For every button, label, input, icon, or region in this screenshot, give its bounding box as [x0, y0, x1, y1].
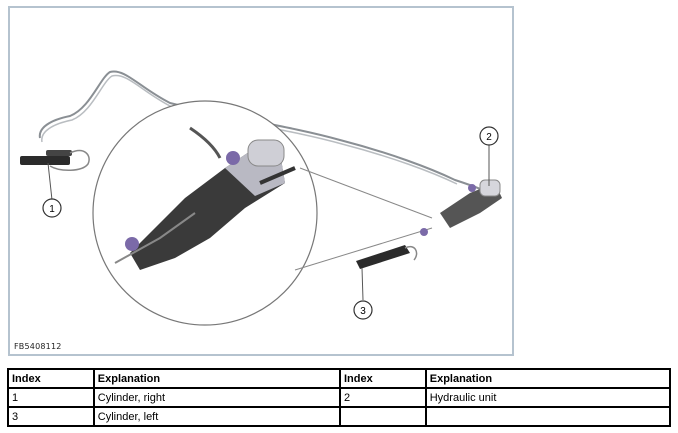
figure-frame: 1 2 3 FB5408112 — [8, 6, 514, 356]
header-index: Index — [338, 368, 427, 389]
hydraulic-unit-image — [420, 179, 502, 236]
callout-3: 3 — [353, 300, 373, 320]
table-row: 3 Cylinder, left — [7, 406, 672, 427]
table-row: 1 Cylinder, right 2 Hydraulic unit — [7, 387, 672, 408]
header-index: Index — [7, 368, 95, 389]
legend-table: Index Explanation Index Explanation 1 Cy… — [7, 368, 672, 427]
cylinder-left-image — [356, 245, 418, 269]
cell-index — [338, 406, 427, 427]
figure-illustration: 1 2 3 — [20, 70, 502, 326]
cell-explanation: Cylinder, right — [92, 387, 341, 408]
figure-code: FB5408112 — [14, 342, 62, 351]
cell-explanation: Hydraulic unit — [424, 387, 672, 408]
magnified-detail-image — [92, 100, 433, 326]
cell-explanation: Cylinder, left — [92, 406, 341, 427]
cell-explanation — [424, 406, 672, 427]
cell-index: 2 — [338, 387, 427, 408]
svg-text:1: 1 — [49, 204, 55, 215]
svg-text:3: 3 — [360, 306, 366, 317]
cell-index: 3 — [7, 406, 95, 427]
cylinder-right-image — [20, 149, 90, 171]
callout-1: 1 — [42, 198, 62, 218]
callout-2: 2 — [479, 126, 499, 146]
header-explanation: Explanation — [424, 368, 672, 389]
svg-text:2: 2 — [486, 132, 492, 143]
table-header-row: Index Explanation Index Explanation — [7, 368, 672, 389]
header-explanation: Explanation — [92, 368, 341, 389]
cell-index: 1 — [7, 387, 95, 408]
